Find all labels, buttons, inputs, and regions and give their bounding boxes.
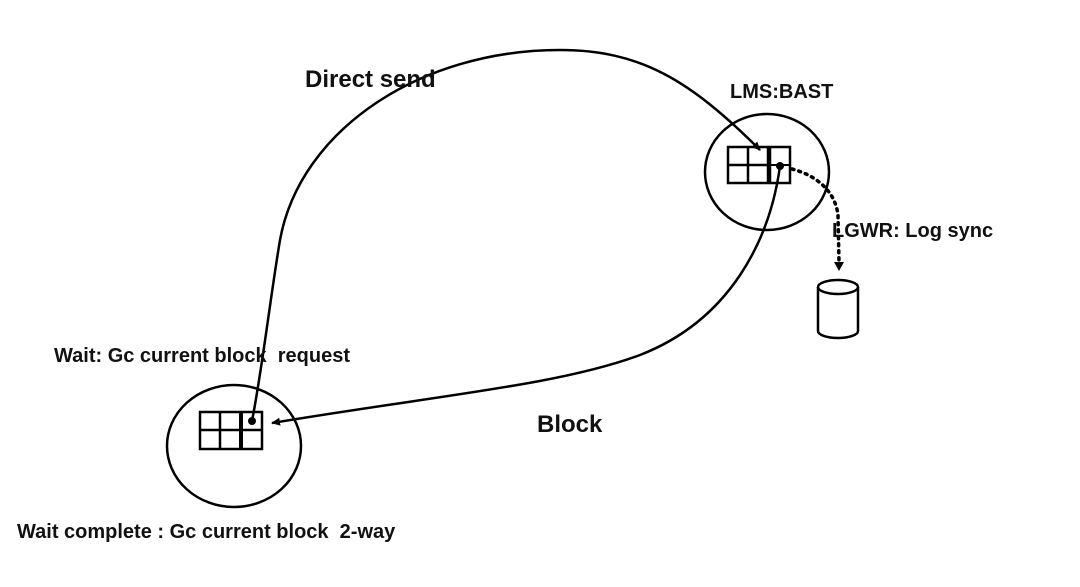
edge-log-sync bbox=[790, 167, 841, 264]
holding-instance-node bbox=[703, 112, 831, 232]
instance-circle bbox=[703, 112, 831, 232]
buffer-cache-grid bbox=[726, 145, 792, 185]
label-lms-bast: LMS:BAST bbox=[730, 81, 834, 103]
disk-icon bbox=[816, 278, 860, 340]
label-direct-send: Direct send bbox=[305, 66, 436, 93]
label-block: Block bbox=[537, 411, 603, 438]
label-wait-request: Wait: Gc current block request bbox=[54, 345, 350, 367]
label-lgwr-log-sync: LGWR: Log sync bbox=[832, 220, 994, 242]
arrowhead-icon bbox=[834, 262, 844, 271]
edge-block bbox=[271, 165, 782, 426]
instance-circle bbox=[165, 383, 303, 509]
edge-direct-send bbox=[250, 48, 761, 422]
label-wait-complete: Wait complete : Gc current block 2-way bbox=[17, 521, 396, 543]
buffer-cache-grid bbox=[198, 410, 264, 451]
requesting-instance-node bbox=[165, 383, 303, 509]
